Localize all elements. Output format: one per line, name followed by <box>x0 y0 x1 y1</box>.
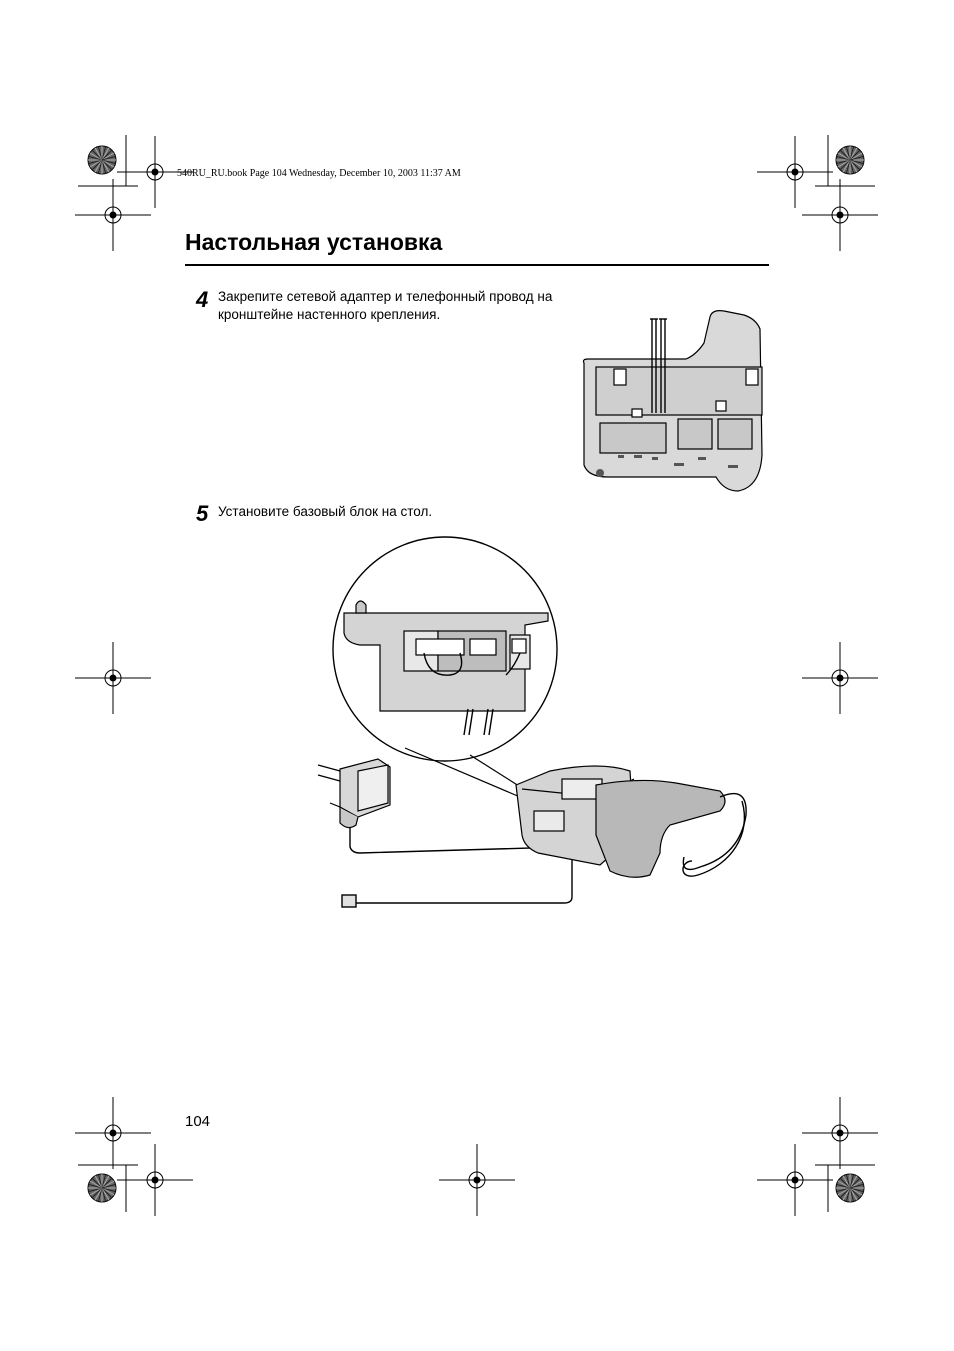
desk-placement-illustration <box>317 536 747 908</box>
step-5-number: 5 <box>196 501 209 526</box>
registration-target <box>802 1097 878 1169</box>
registration-target <box>802 179 878 251</box>
registration-target <box>757 1144 833 1216</box>
step-4-number: 4 <box>196 287 209 312</box>
wall-bracket-illustration <box>582 310 763 492</box>
registration-rosette <box>87 1173 117 1203</box>
registration-rosette <box>835 145 865 175</box>
registration-rosette <box>87 145 117 175</box>
step-4-text: Закрепите сетевой адаптер и телефонный п… <box>218 289 553 322</box>
registration-rosette <box>835 1173 865 1203</box>
registration-target <box>439 1144 515 1216</box>
registration-target <box>117 136 193 208</box>
page-number: 104 <box>185 1113 211 1130</box>
page-title: Настольная установка <box>185 229 443 255</box>
registration-target <box>757 136 833 208</box>
registration-target <box>75 179 151 251</box>
registration-target <box>75 642 151 714</box>
title-rule <box>185 264 769 266</box>
registration-target <box>75 1097 151 1169</box>
step-5-text: Установите базовый блок на стол. <box>218 504 433 519</box>
registration-target <box>117 1144 193 1216</box>
book-header: 540RU_RU.book Page 104 Wednesday, Decemb… <box>177 168 461 179</box>
registration-target <box>802 642 878 714</box>
